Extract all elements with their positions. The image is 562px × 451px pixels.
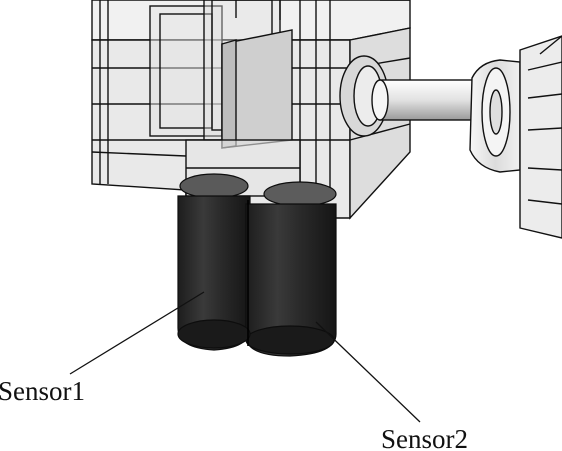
motor-body <box>519 35 562 239</box>
bore-and-shaft <box>339 55 475 137</box>
sensor-pair <box>177 173 337 357</box>
sensor1-label: Sensor1 <box>0 376 85 406</box>
sensor-top-cap-right <box>263 181 337 207</box>
sensor2-leader-line <box>315 321 421 423</box>
sensor2-label: Sensor2 <box>381 424 468 451</box>
sensor-top-cap-left <box>179 173 249 199</box>
sensor1-leader-line <box>69 291 205 375</box>
shaft <box>379 79 475 121</box>
motor-assembly <box>469 35 562 239</box>
